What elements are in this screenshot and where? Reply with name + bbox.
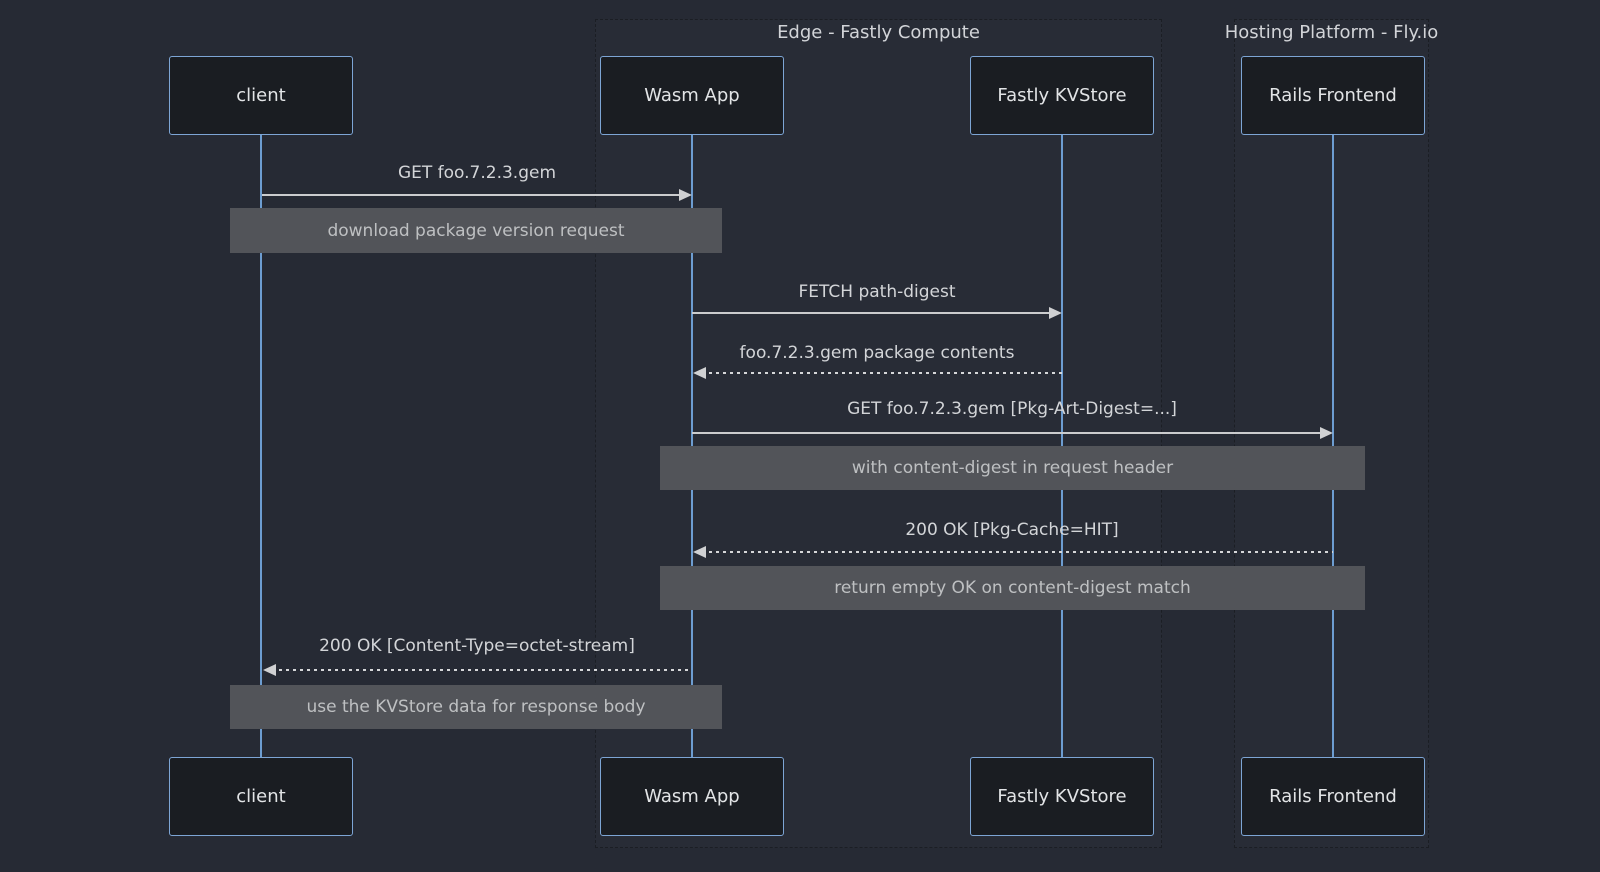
note-use-kvstore-data: use the KVStore data for response body xyxy=(230,685,722,729)
message-arrow-package-contents xyxy=(693,367,1062,379)
actor-fastly-kvstore-top: Fastly KVStore xyxy=(970,56,1154,135)
actor-wasm-app-bottom: Wasm App xyxy=(600,757,784,836)
message-arrow-200-octet-stream xyxy=(263,664,692,676)
message-label-200-pkg-cache: 200 OK [Pkg-Cache=HIT] xyxy=(905,520,1119,540)
message-arrow-get-gem-digest xyxy=(692,427,1333,439)
note-return-empty-ok: return empty OK on content-digest match xyxy=(660,566,1365,610)
note-text: with content-digest in request header xyxy=(851,458,1174,478)
group-hosting-label: Hosting Platform - Fly.io xyxy=(1224,22,1439,43)
arrowhead-left-icon xyxy=(693,367,706,379)
arrow-line xyxy=(702,372,1062,374)
message-arrow-fetch-path-digest xyxy=(692,307,1062,319)
actor-rails-frontend-bottom: Rails Frontend xyxy=(1241,757,1425,836)
message-arrow-get-gem xyxy=(262,189,692,201)
actor-rails-frontend-label: Rails Frontend xyxy=(1269,786,1397,807)
arrowhead-right-icon xyxy=(1320,427,1333,439)
message-label-get-gem-digest: GET foo.7.2.3.gem [Pkg-Art-Digest=...] xyxy=(847,399,1177,419)
actor-rails-frontend-top: Rails Frontend xyxy=(1241,56,1425,135)
actor-wasm-app-label: Wasm App xyxy=(644,85,740,106)
arrowhead-left-icon xyxy=(693,546,706,558)
note-content-digest-header: with content-digest in request header xyxy=(660,446,1365,490)
message-label-fetch-path-digest: FETCH path-digest xyxy=(798,282,956,302)
arrow-line xyxy=(272,669,692,671)
note-text: use the KVStore data for response body xyxy=(306,697,646,717)
message-label-get-gem: GET foo.7.2.3.gem xyxy=(397,163,557,183)
actor-client-top: client xyxy=(169,56,353,135)
arrowhead-right-icon xyxy=(1049,307,1062,319)
arrow-line xyxy=(692,432,1324,434)
note-text: return empty OK on content-digest match xyxy=(834,578,1191,598)
actor-wasm-app-top: Wasm App xyxy=(600,56,784,135)
message-label-200-octet-stream: 200 OK [Content-Type=octet-stream] xyxy=(319,636,635,656)
message-arrow-200-pkg-cache xyxy=(693,546,1333,558)
message-label-package-contents: foo.7.2.3.gem package contents xyxy=(739,343,1015,363)
actor-wasm-app-label: Wasm App xyxy=(644,786,740,807)
group-edge-label: Edge - Fastly Compute xyxy=(777,22,980,43)
lifeline-client xyxy=(260,135,262,757)
arrow-line xyxy=(702,551,1333,553)
arrowhead-left-icon xyxy=(263,664,276,676)
note-text: download package version request xyxy=(327,220,625,241)
note-download-package: download package version request xyxy=(230,208,722,253)
actor-client-label: client xyxy=(236,85,286,106)
actor-fastly-kvstore-label: Fastly KVStore xyxy=(997,85,1127,106)
actor-client-label: client xyxy=(236,786,286,807)
actor-fastly-kvstore-bottom: Fastly KVStore xyxy=(970,757,1154,836)
arrow-line xyxy=(262,194,683,196)
actor-client-bottom: client xyxy=(169,757,353,836)
actor-rails-frontend-label: Rails Frontend xyxy=(1269,85,1397,106)
arrow-line xyxy=(692,312,1053,314)
actor-fastly-kvstore-label: Fastly KVStore xyxy=(997,786,1127,807)
arrowhead-right-icon xyxy=(679,189,692,201)
